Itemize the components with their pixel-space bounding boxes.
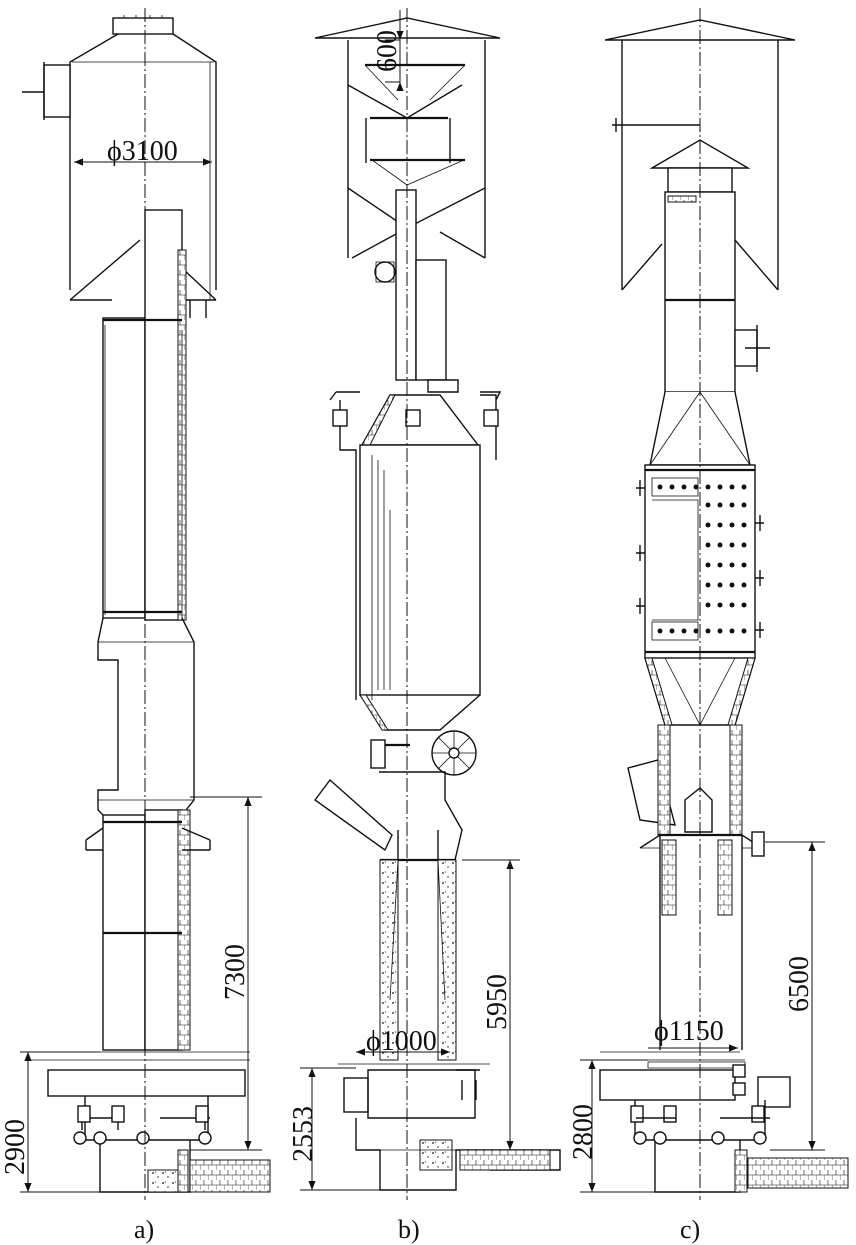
caption-b: b): [398, 1215, 420, 1244]
dim-a-diameter: ϕ3100: [107, 136, 178, 167]
valves-a: [73, 1105, 212, 1145]
dim-b-height-upper: 5950: [482, 974, 513, 1030]
dim-c-height-base: 2800: [568, 1104, 599, 1160]
dim-b-diameter: ϕ1000: [366, 1026, 437, 1057]
fan-wheel: [431, 730, 477, 776]
dim-c-diameter: ϕ1150: [654, 1016, 724, 1047]
dim-b-cap: 600: [372, 30, 403, 72]
dim-b-height-base: 2553: [288, 1106, 319, 1162]
tube-grid: [657, 484, 747, 634]
view-c: ϕ1150 6500 2800 c): [568, 8, 849, 1244]
view-b: 600 ϕ1000 5950 2553 b): [288, 8, 561, 1244]
dim-a-height-base: 2900: [0, 1119, 31, 1175]
dim-c-height-upper: 6500: [784, 956, 815, 1012]
valves-c: [630, 1105, 770, 1145]
dim-a-height-upper: 7300: [220, 944, 251, 1000]
view-a: ϕ3100 7300 2900 a): [0, 8, 271, 1244]
caption-c: c): [680, 1215, 700, 1244]
caption-a: a): [134, 1215, 154, 1244]
